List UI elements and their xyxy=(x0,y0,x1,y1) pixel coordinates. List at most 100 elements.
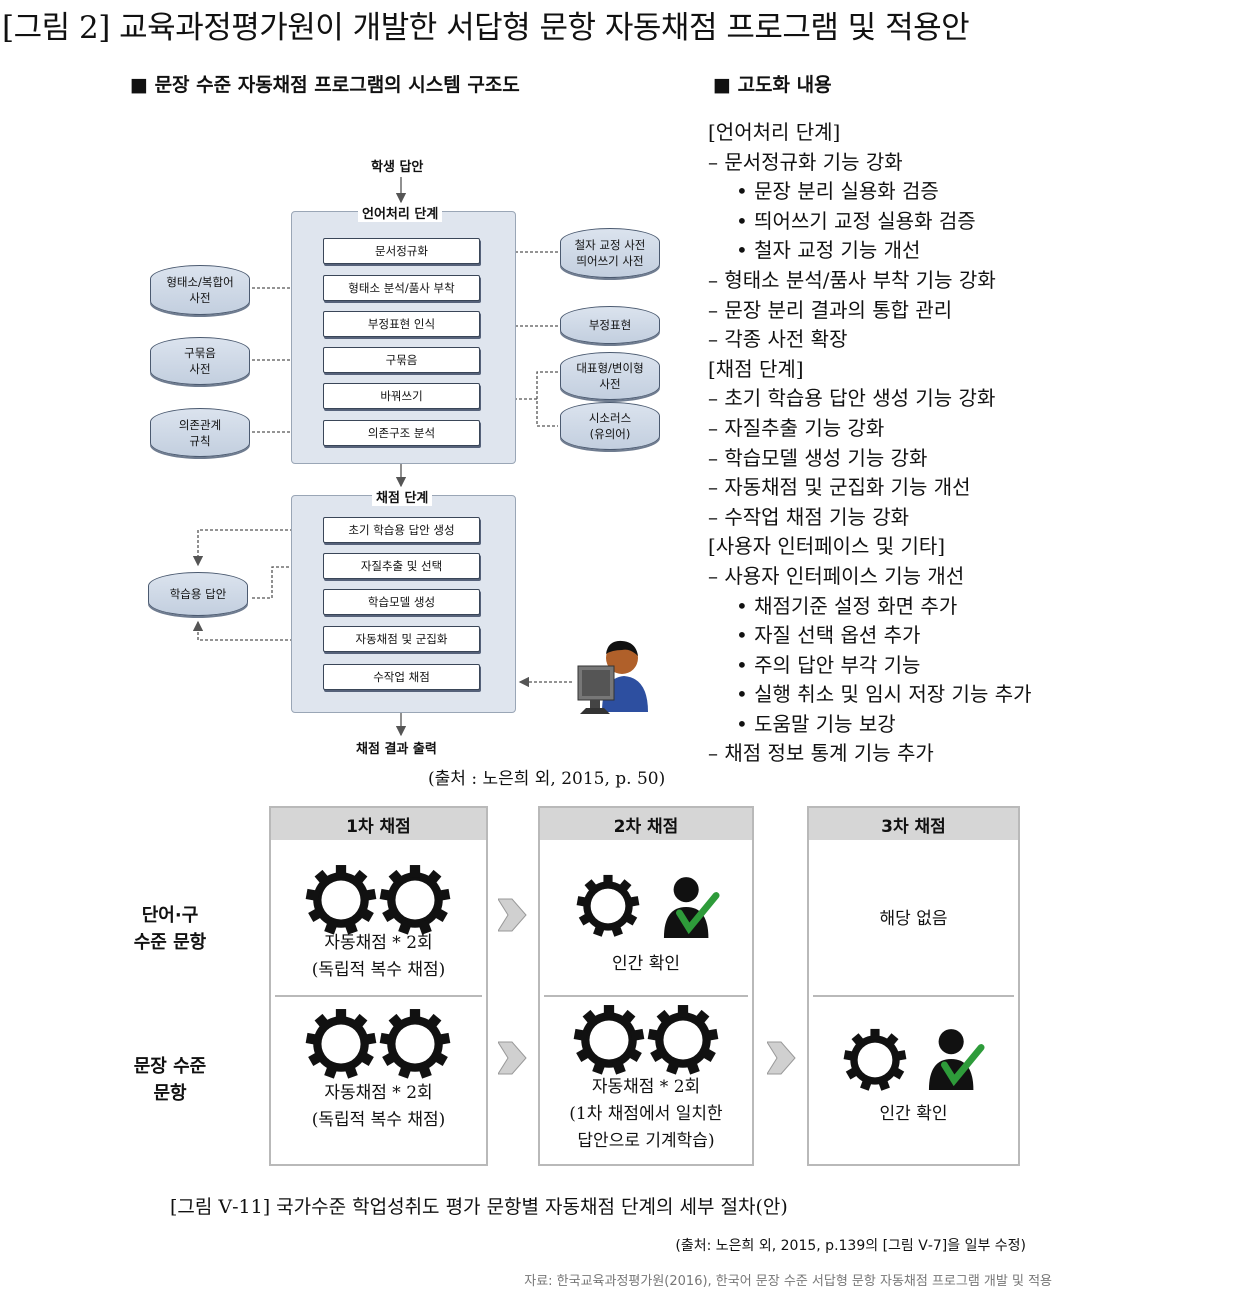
improvement-item: – 학습모델 생성 기능 강화 xyxy=(708,445,928,470)
cell-line: (독립적 복수 채점) xyxy=(311,1110,446,1130)
gear-icon xyxy=(305,1008,377,1080)
input-label: 학생 답안 xyxy=(371,160,424,175)
stage-label: 언어처리 단계 xyxy=(358,203,443,222)
figure-title: [그림 2] 교육과정평가원이 개발한 서답형 문항 자동채점 프로그램 및 적… xyxy=(2,10,970,46)
improvement-item: – 문장 분리 결과의 통합 관리 xyxy=(708,297,953,322)
cell-line: 답안으로 기계학습) xyxy=(577,1131,715,1151)
database-cylinder: 학습용 답안 xyxy=(148,572,248,616)
right-section-header: ■ 고도화 내용 xyxy=(713,74,832,96)
person-check-icon xyxy=(927,1026,985,1094)
process-step: 문서정규화 xyxy=(323,238,480,264)
improvement-item: • 도움말 기능 보강 xyxy=(736,711,896,736)
row-label-line: 문항 xyxy=(153,1083,187,1104)
improvement-item: • 실행 취소 및 임시 저장 기능 추가 xyxy=(736,682,1032,707)
improvement-item: • 띄어쓰기 교정 실용화 검증 xyxy=(736,208,976,233)
process-step: 의존구조 분석 xyxy=(323,420,480,446)
db-label: 띄어쓰기 사전 xyxy=(576,254,644,268)
improvement-item: • 문장 분리 실용화 검증 xyxy=(736,179,939,204)
output-label: 채점 결과 출력 xyxy=(356,742,437,757)
row-divider xyxy=(813,995,1014,997)
row-label-line: 문장 수준 xyxy=(133,1056,207,1077)
improvement-item: – 채점 정보 통계 기능 추가 xyxy=(708,741,934,766)
procedure-caption: [그림 Ⅴ-11] 국가수준 학업성취도 평가 문항별 자동채점 단계의 세부 … xyxy=(170,1196,788,1218)
cell-line: 자동채점 * 2회 xyxy=(324,1083,433,1103)
process-step: 부정표현 인식 xyxy=(323,311,480,337)
gear-icon xyxy=(379,1008,451,1080)
db-label: 규칙 xyxy=(189,433,211,448)
improvement-item: – 문서정규화 기능 강화 xyxy=(708,149,903,174)
gear-icon xyxy=(843,1028,907,1092)
gear-icon xyxy=(576,874,640,938)
arrow-right-icon xyxy=(498,893,528,937)
person-check-icon xyxy=(662,874,720,942)
cell-text: 인간 확인 xyxy=(879,1104,948,1124)
db-label: 시소러스 xyxy=(588,411,632,425)
db-label: 사전 xyxy=(599,377,621,391)
process-step: 바꿔쓰기 xyxy=(323,383,480,409)
improvement-item: • 철자 교정 기능 개선 xyxy=(736,238,921,263)
db-label: 대표형/변이형 xyxy=(576,361,644,375)
db-label: 의존관계 xyxy=(178,417,222,432)
arrow-right-icon xyxy=(767,1036,797,1080)
process-step: 구묶음 xyxy=(323,347,480,373)
improvement-item: – 각종 사전 확장 xyxy=(708,327,848,352)
cell-text: 인간 확인 xyxy=(612,954,680,974)
process-step: 수작업 채점 xyxy=(323,664,480,690)
improvement-item: • 채점기준 설정 화면 추가 xyxy=(736,593,958,618)
db-label: 구묶음 xyxy=(184,346,216,360)
improvement-list: [언어처리 단계] – 문서정규화 기능 강화 • 문장 분리 실용화 검증 • 띄어… xyxy=(708,118,1032,769)
column-header: 1차 채점 xyxy=(271,808,486,840)
cell-line: 자동채점 * 2회 xyxy=(591,1077,701,1097)
gear-icon xyxy=(573,1004,645,1076)
improvement-item: – 자동채점 및 군집화 기능 개선 xyxy=(708,475,971,500)
improvement-item: – 초기 학습용 답안 생성 기능 강화 xyxy=(708,386,996,411)
improvement-item: – 수작업 채점 기능 강화 xyxy=(708,504,910,529)
db-label: 부정표현 xyxy=(588,318,632,332)
db-label: 학습용 답안 xyxy=(169,587,227,601)
improvement-item: – 사용자 인터페이스 기능 개선 xyxy=(708,563,965,588)
improvement-heading: [채점 단계] xyxy=(708,356,804,381)
process-step: 형태소 분석/품사 부착 xyxy=(323,275,480,301)
improvement-heading: [언어처리 단계] xyxy=(708,120,841,144)
improvement-item: – 형태소 분석/품사 부착 기능 강화 xyxy=(708,267,996,292)
row-divider xyxy=(544,995,748,997)
improvement-item: • 자질 선택 옵션 추가 xyxy=(736,623,921,648)
cell-text: 자동채점 * 2회 (독립적 복수 채점) xyxy=(271,1080,486,1134)
column-third-scoring: 3차 채점 해당 없음 인간 확인 xyxy=(807,806,1020,1166)
cell-line: 자동채점 * 2회 xyxy=(324,933,433,953)
human-grader-icon xyxy=(577,640,648,714)
db-label: 형태소/복합어 xyxy=(166,275,234,289)
improvement-item: • 주의 답안 부각 기능 xyxy=(736,652,921,677)
arrow-right-icon xyxy=(498,1036,528,1080)
gear-icon xyxy=(305,864,377,936)
process-step: 자동채점 및 군집화 xyxy=(323,626,480,652)
process-step: 초기 학습용 답안 생성 xyxy=(323,517,480,543)
procedure-source: (출처: 노은희 외, 2015, p.139의 [그림 Ⅴ-7]을 일부 수정… xyxy=(675,1238,1026,1254)
row-divider xyxy=(275,995,482,997)
column-first-scoring: 1차 채점 자동채점 * 2회 (독립적 복수 채점) 자동채점 * 2회 (독립적… xyxy=(269,806,488,1166)
left-section-header: ■ 문장 수준 자동채점 프로그램의 시스템 구조도 xyxy=(130,74,520,96)
diagram-source: (출처 : 노은희 외, 2015, p. 50) xyxy=(428,769,666,789)
db-label: 사전 xyxy=(189,362,211,376)
column-header: 3차 채점 xyxy=(809,808,1018,840)
db-label: 철자 교정 사전 xyxy=(574,238,646,252)
database-cylinder: 시소러스 (유의어) xyxy=(560,402,660,450)
database-cylinder: 부정표현 xyxy=(560,306,660,344)
db-label: (유의어) xyxy=(589,427,631,441)
improvement-heading: [사용자 인터페이스 및 기타] xyxy=(708,534,946,559)
cell-text: 해당 없음 xyxy=(879,909,948,929)
cell-line: (1차 채점에서 일치한 xyxy=(569,1104,723,1124)
process-step: 자질추출 및 선택 xyxy=(323,553,480,579)
gear-icon xyxy=(647,1004,719,1076)
cell-line: (독립적 복수 채점) xyxy=(311,960,446,980)
row-label-line: 수준 문항 xyxy=(133,932,207,953)
db-label: 사전 xyxy=(189,291,211,305)
row-label-line: 단어·구 xyxy=(141,905,199,926)
